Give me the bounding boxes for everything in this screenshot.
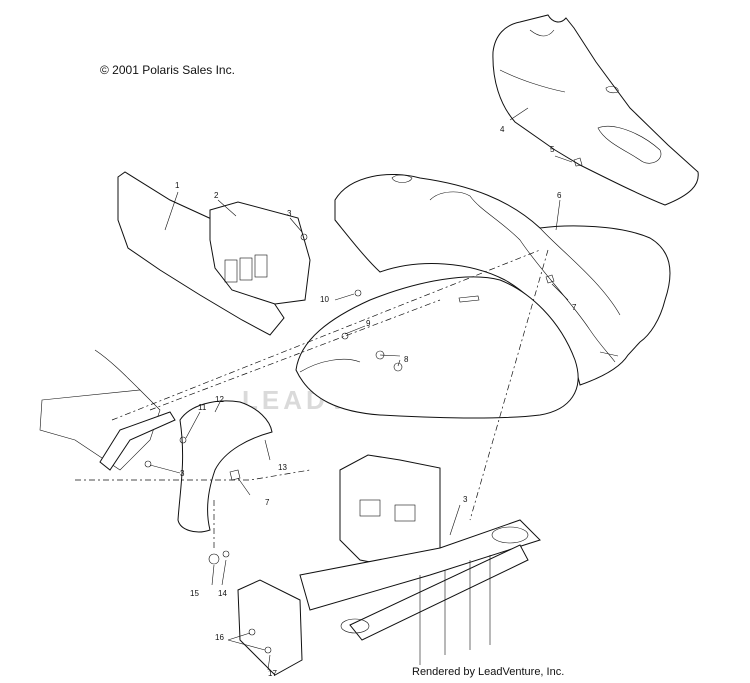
callout-14: 14 xyxy=(218,589,227,598)
footwell-outline xyxy=(39,349,161,471)
callout-3c: 3 xyxy=(463,495,468,504)
copyright-text: © 2001 Polaris Sales Inc. xyxy=(100,63,235,77)
frame[interactable] xyxy=(299,454,541,665)
callout-3: 3 xyxy=(287,209,292,218)
callout-6: 6 xyxy=(557,191,562,200)
part-2-side-panel[interactable] xyxy=(209,201,311,305)
part-12-flap[interactable] xyxy=(177,400,273,533)
part-13-body-panel[interactable] xyxy=(295,276,579,419)
callout-2: 2 xyxy=(214,191,219,200)
part-1-side-panel[interactable] xyxy=(117,171,285,336)
leader-lines xyxy=(149,107,573,671)
callout-11: 11 xyxy=(198,403,207,412)
part-11-bracket[interactable] xyxy=(99,411,176,471)
part-4-rack-cover[interactable] xyxy=(492,14,699,206)
callout-8: 8 xyxy=(404,355,409,364)
callout-7: 7 xyxy=(572,303,577,312)
callout-10: 10 xyxy=(320,295,329,304)
callout-15: 15 xyxy=(190,589,199,598)
callout-17: 17 xyxy=(268,669,277,678)
callout-13: 13 xyxy=(278,463,287,472)
callout-4: 4 xyxy=(500,125,505,134)
hardware xyxy=(144,157,583,654)
callout-12: 12 xyxy=(215,395,224,404)
callout-1: 1 xyxy=(175,181,180,190)
callout-labels: 1 2 3 4 5 6 7 8 9 10 11 12 13 3 7 3 14 1… xyxy=(175,125,577,678)
callout-3b: 3 xyxy=(180,469,185,478)
callout-16: 16 xyxy=(215,633,224,642)
part-6-front-fender[interactable] xyxy=(334,173,671,386)
part-17-plate[interactable] xyxy=(237,579,303,676)
callout-7b: 7 xyxy=(265,498,270,507)
assembly-lines xyxy=(75,249,549,550)
callout-5: 5 xyxy=(550,145,555,154)
rendered-by-text: Rendered by LeadVenture, Inc. xyxy=(412,666,565,678)
callout-9: 9 xyxy=(366,319,371,328)
